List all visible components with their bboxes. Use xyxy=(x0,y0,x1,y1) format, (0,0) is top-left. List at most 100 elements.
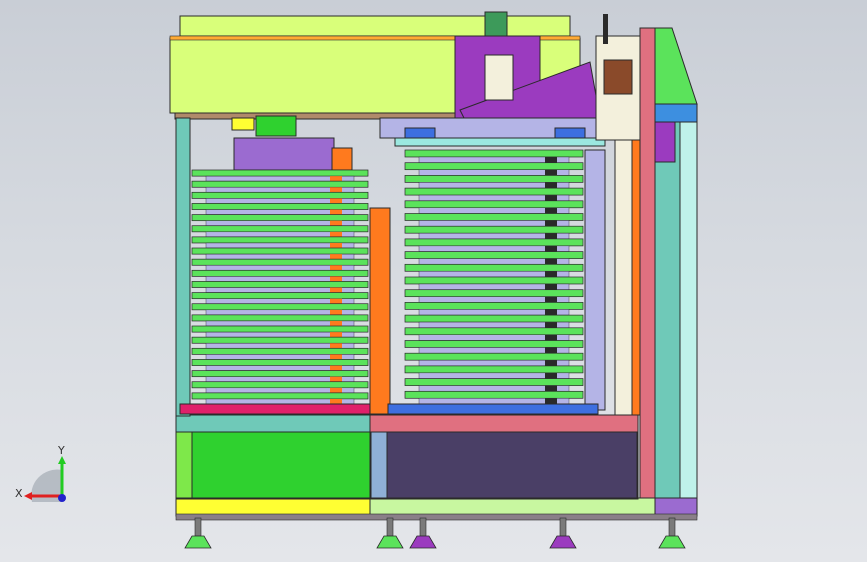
tray-layer xyxy=(191,203,369,210)
tray-accent xyxy=(330,320,342,326)
base-mint-center xyxy=(369,497,656,517)
right-purple-block xyxy=(654,121,676,163)
tray-layer xyxy=(191,191,369,199)
tray-accent xyxy=(545,271,557,277)
tray-accent xyxy=(330,231,342,237)
tray-accent xyxy=(330,287,342,293)
tray-layer xyxy=(404,352,584,361)
tray-layer xyxy=(404,251,584,259)
right-post-teal xyxy=(654,121,681,499)
tray-layer xyxy=(404,302,584,310)
tray-accent xyxy=(330,276,342,282)
tray-accent xyxy=(545,347,557,354)
tray-accent xyxy=(330,176,342,182)
triad-plane-shade xyxy=(31,469,62,502)
left-magazine-header xyxy=(233,137,335,171)
tray-layer xyxy=(404,162,584,171)
right-tray-stack xyxy=(404,149,584,405)
tray-accent xyxy=(330,354,342,360)
left-header-clamp xyxy=(255,115,297,137)
lift-guide-plate xyxy=(484,54,514,101)
tray-layer xyxy=(404,225,584,234)
tray-layer xyxy=(191,314,369,322)
tray-layer xyxy=(404,390,584,399)
x-axis-arrowhead xyxy=(24,492,32,500)
top-beam-stripe xyxy=(169,35,581,41)
tray-layer xyxy=(404,175,584,183)
z-axis-dot xyxy=(58,494,66,502)
tray-layer xyxy=(404,187,584,196)
tray-layer xyxy=(404,289,584,298)
tray-accent xyxy=(330,332,342,338)
left-cabinet-panel xyxy=(191,431,371,499)
tray-accent xyxy=(330,365,342,371)
tray-accent xyxy=(545,245,557,252)
tray-accent xyxy=(545,398,557,404)
y-axis-label: Y xyxy=(58,444,65,457)
tray-accent xyxy=(330,187,342,193)
foot-stem xyxy=(419,517,427,537)
tray-layer xyxy=(191,169,369,177)
machine-base xyxy=(175,497,698,521)
foot-stem xyxy=(194,517,202,537)
top-beam-cap xyxy=(179,15,571,37)
foot-stem xyxy=(559,517,567,537)
tray-accent xyxy=(330,242,342,248)
tray-accent xyxy=(330,309,342,315)
left-tray-stack xyxy=(191,169,369,405)
tray-layer xyxy=(191,359,369,366)
tray-layer xyxy=(404,276,584,285)
foot-stem xyxy=(668,517,676,537)
tray-layer xyxy=(191,247,369,255)
tray-layer xyxy=(191,392,369,400)
base-rail xyxy=(175,513,698,521)
foot-pad xyxy=(376,535,404,549)
tray-layer xyxy=(191,258,369,266)
tray-accent xyxy=(330,198,342,204)
tray-accent xyxy=(545,258,557,265)
tray-layer xyxy=(404,365,584,374)
tray-accent xyxy=(330,343,342,349)
tray-accent xyxy=(545,220,557,227)
left-header-label xyxy=(231,117,255,131)
tray-accent xyxy=(545,322,557,328)
tray-layer xyxy=(191,225,369,233)
tray-layer xyxy=(404,327,584,336)
foot-stem xyxy=(386,517,394,537)
tray-accent xyxy=(545,207,557,214)
right-stack-base xyxy=(387,403,599,415)
left-stack-base xyxy=(179,403,371,415)
y-axis-arrowhead xyxy=(58,456,66,464)
tray-layer xyxy=(404,378,584,386)
tray-layer xyxy=(191,381,369,389)
tray-layer xyxy=(191,180,369,188)
tray-accent xyxy=(545,296,557,303)
center-cabinet-side xyxy=(370,431,388,499)
center-orange-post xyxy=(369,207,391,415)
tray-accent xyxy=(545,156,557,163)
tray-layer xyxy=(404,263,584,272)
base-purple-right xyxy=(654,497,698,517)
left-cabinet-side xyxy=(175,431,193,499)
tray-accent xyxy=(545,385,557,392)
right-inner-post xyxy=(614,139,633,416)
leveling-feet xyxy=(184,517,686,549)
tray-accent xyxy=(330,298,342,304)
x-axis-label: X xyxy=(15,487,23,500)
foot-pad xyxy=(184,535,212,549)
right-magazine-post xyxy=(584,149,606,411)
lift-rod xyxy=(394,137,606,147)
tray-accent xyxy=(545,334,557,341)
right-orange-strip xyxy=(631,139,641,416)
foot-pad xyxy=(658,535,686,549)
sensor-housing xyxy=(603,59,633,95)
coordinate-triad xyxy=(24,456,66,502)
tray-accent xyxy=(330,398,342,404)
center-cabinet-panel xyxy=(386,431,638,499)
tray-accent xyxy=(330,220,342,226)
tray-accent xyxy=(330,265,342,271)
tray-accent xyxy=(330,254,342,260)
tray-layer xyxy=(191,370,369,378)
